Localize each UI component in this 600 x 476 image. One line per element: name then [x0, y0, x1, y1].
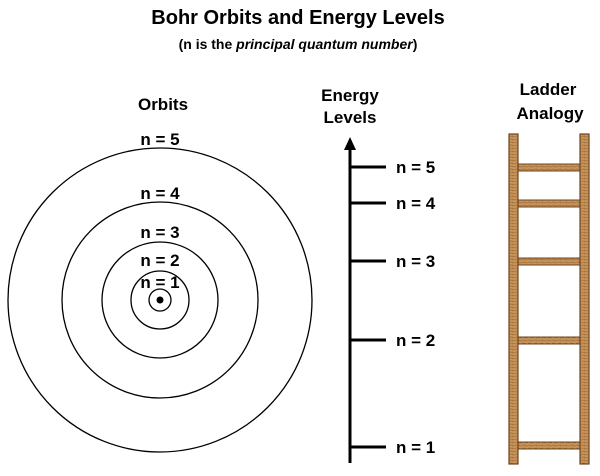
orbits-heading: Orbits	[138, 95, 188, 114]
orbit-label-2: n = 2	[140, 251, 179, 270]
energy-heading-line2: Levels	[324, 108, 377, 127]
ladder-rung-5	[515, 163, 583, 172]
energy-axis-arrowhead	[344, 137, 356, 150]
energy-label-4: n = 4	[396, 194, 436, 213]
orbit-label-5: n = 5	[140, 130, 179, 149]
orbit-label-4: n = 4	[140, 184, 180, 203]
orbit-ring-1	[148, 288, 172, 312]
ladder-rung-3	[515, 257, 583, 266]
subtitle-suffix: )	[413, 36, 418, 52]
orbit-label-1: n = 1	[140, 273, 179, 292]
energy-label-1: n = 1	[396, 438, 435, 457]
ladder-rung-4	[515, 199, 583, 208]
ladder-rung-2	[515, 336, 583, 345]
nucleus-dot	[156, 296, 164, 304]
ladder-heading-line2: Analogy	[516, 104, 584, 123]
ladder-panel: Ladder Analogy	[508, 80, 590, 465]
ladder-right-rail	[579, 133, 590, 465]
energy-panel: Energy Levels n = 5 n = 4 n = 3 n = 2 n …	[321, 86, 436, 463]
energy-label-2: n = 2	[396, 331, 435, 350]
orbit-label-3: n = 3	[140, 223, 179, 242]
subtitle-emphasis: principal quantum number	[235, 36, 414, 52]
ladder-rung-1	[515, 441, 583, 450]
orbit-ring-5	[7, 147, 313, 453]
subtitle-prefix: (n is the	[179, 36, 237, 52]
orbit-ring-4	[61, 201, 259, 399]
orbit-ring-2	[130, 270, 190, 330]
energy-label-3: n = 3	[396, 252, 435, 271]
orbits-panel: Orbits n = 5 n = 4 n = 3 n = 2 n = 1	[7, 95, 313, 453]
energy-heading-line1: Energy	[321, 86, 379, 105]
diagram-subtitle: (n is the principal quantum number)	[179, 36, 418, 52]
ladder-heading-line1: Ladder	[520, 80, 577, 99]
diagram-title: Bohr Orbits and Energy Levels	[151, 7, 444, 29]
ladder-left-rail	[508, 133, 519, 465]
orbit-ring-3	[101, 241, 219, 359]
energy-label-5: n = 5	[396, 158, 435, 177]
